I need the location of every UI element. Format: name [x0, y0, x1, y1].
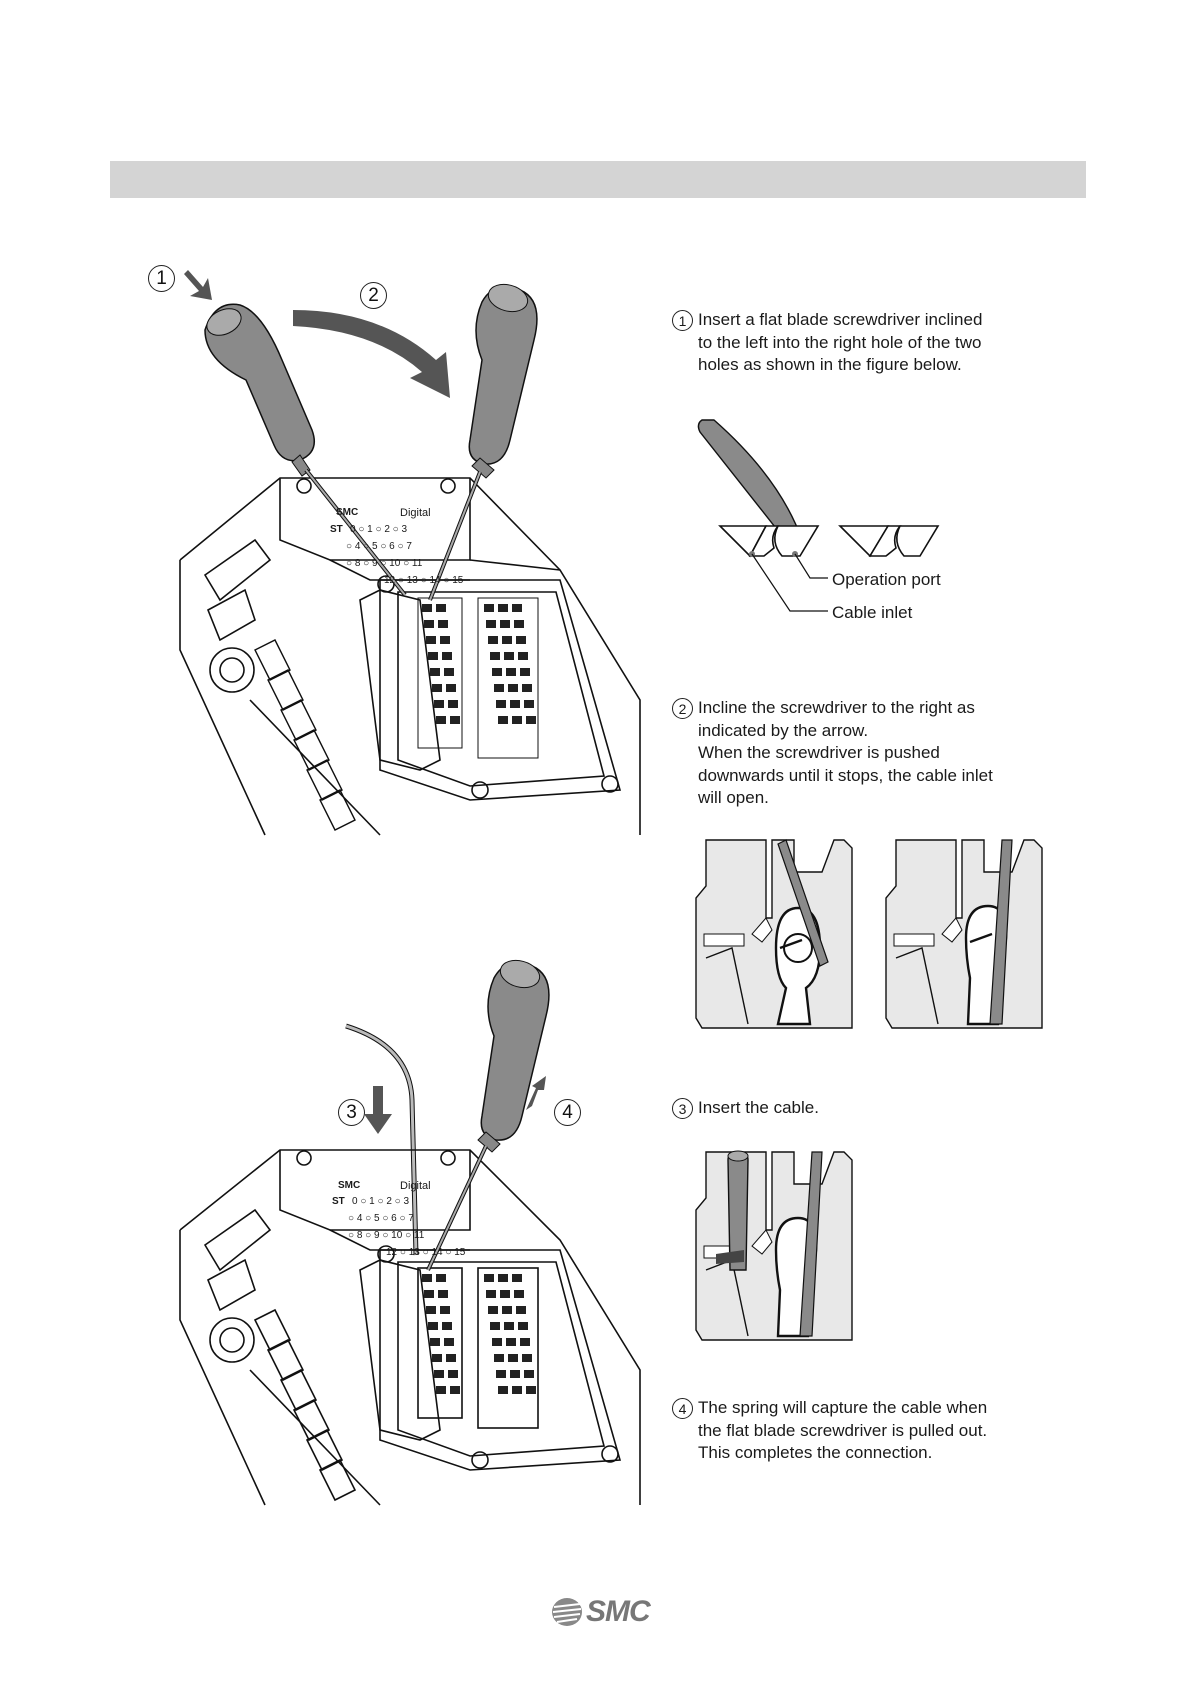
screwdriver-left-icon	[204, 303, 407, 597]
device-logo: SMC	[336, 507, 359, 518]
device-led-row-3: ○ 8 ○ 9 ○ 10 ○ 11	[346, 558, 423, 569]
screwdriver-right-icon	[428, 283, 538, 601]
step-4-instruction: 4 The spring will capture the cable when…	[672, 1397, 1028, 1465]
smc-logo-icon	[552, 1598, 582, 1626]
incline-arrow-icon	[293, 310, 450, 398]
figure-step-4-number: 4	[554, 1099, 581, 1126]
insert-arrow-icon	[184, 270, 212, 300]
device-panel-label: Digital	[400, 507, 431, 519]
device-st-label-bottom: ST	[332, 1196, 345, 1207]
device-panel-label-bottom: Digital	[400, 1180, 431, 1192]
operation-port-label: Operation port	[832, 570, 941, 589]
figure-step-3-number: 3	[338, 1099, 365, 1126]
figure-step-1-number: 1	[148, 265, 175, 292]
up-arrow-icon	[526, 1076, 546, 1110]
device-led-row-4-bottom: 12 ○ 13 ○ 14 ○ 15	[386, 1247, 466, 1258]
footer-logo-text: SMC	[586, 1595, 651, 1628]
cable-insert-detail	[695, 1150, 853, 1341]
device-led-row-3-bottom: ○ 8 ○ 9 ○ 10 ○ 11	[348, 1230, 425, 1241]
cable-inlet-detail	[697, 419, 940, 612]
device-led-row-2-bottom: ○ 4 ○ 5 ○ 6 ○ 7	[348, 1213, 414, 1224]
screwdriver-pullout-icon	[426, 959, 550, 1271]
step-1-instruction: 1 Insert a flat blade screwdriver inclin…	[672, 309, 1028, 377]
figure-step-2-number: 2	[360, 282, 387, 309]
section-header-band	[110, 161, 1086, 198]
device-led-row-4: 12 ○ 13 ○ 14 ○ 15	[384, 575, 464, 586]
spring-open-detail-after	[885, 839, 1043, 1029]
cable-inlet-label: Cable inlet	[832, 603, 913, 622]
device-st-label: ST	[330, 524, 343, 535]
device-led-row-2: ○ 4 ○ 5 ○ 6 ○ 7	[346, 541, 412, 552]
step-2-instruction: 2 Incline the screwdriver to the right a…	[672, 697, 1028, 810]
device-led-row-1: 0 ○ 1 ○ 2 ○ 3	[350, 524, 408, 535]
spring-open-detail-before	[695, 839, 853, 1029]
step-3-instruction: 3 Insert the cable.	[672, 1097, 1028, 1120]
device-logo-bottom: SMC	[338, 1180, 361, 1191]
down-arrow-icon	[364, 1086, 392, 1134]
device-led-row-1-bottom: 0 ○ 1 ○ 2 ○ 3	[352, 1196, 410, 1207]
